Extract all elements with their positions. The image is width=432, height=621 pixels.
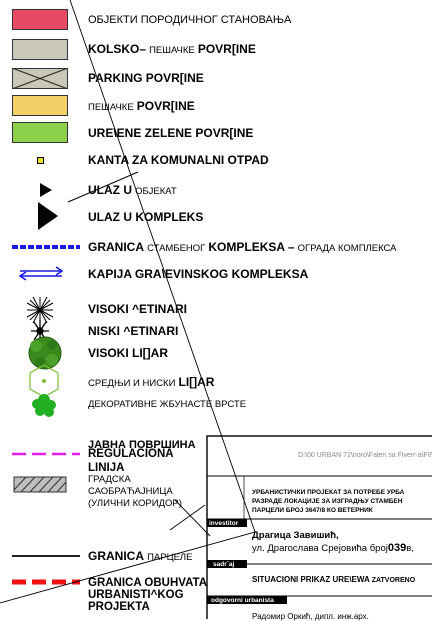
tall-conifer-label: VISOKI ^ETINARI (88, 302, 188, 316)
title-block-frame (206, 435, 432, 619)
public-area-label: ЈАВНА ПОВРШИНА (88, 439, 196, 451)
investor-address: ул. Драгослава Срејовића број039в, (252, 542, 414, 554)
plan-border-label: GRANICA OBUHVATA URBANISTI^KOG PROJEKTA (88, 577, 207, 613)
border-label: GRANICA СТАМБЕНОГ KOMPLEKSA – ОГРАДА КОМ… (88, 240, 397, 254)
parking-cross-icon (13, 69, 67, 88)
planner-label: odgovorni urbanista (211, 597, 274, 604)
pesacke-swatch (12, 95, 68, 116)
investor-label-bg (207, 519, 247, 527)
entry-complex-arrow-icon (38, 202, 58, 230)
parking-label: PARKING POVR[INE (88, 71, 204, 85)
tall-deciduous-icon (28, 336, 62, 370)
content-label-bg (207, 560, 247, 568)
bin-label: KANTA ZA KOMUNALNI OTPAD (88, 153, 269, 167)
entry-complex-label: ULAZ U KOMPLEKS (88, 210, 204, 224)
tall-conifer-icon (26, 296, 54, 324)
gate-arrows-icon (18, 266, 64, 281)
parking-swatch (12, 68, 68, 89)
regulation-label: REGULACIONA LINIJA (88, 448, 174, 474)
diagonal-leader-line (69, 0, 256, 533)
entry-object-label: ULAZ U ОБЈЕКАТ (88, 183, 177, 197)
investor-name: Драгица Завишић, (252, 530, 339, 541)
pesacke-label: ПЕШАЧКЕ POVR[INE (88, 99, 195, 113)
entry-object-arrow-icon (40, 183, 52, 197)
parcel-label: GRANICA ПАРЦЕЛЕ (88, 549, 193, 563)
gate-label: KAPIJA GRA\EVINSKOG KOMPLEKSA (88, 267, 309, 281)
planner-name: Радомир Оркић, дипл. инж.арх. (252, 612, 369, 621)
planner-label-bg (207, 596, 287, 604)
green-swatch (12, 122, 68, 143)
lower-leader-line (0, 531, 256, 604)
x-mark-line-a (174, 499, 211, 537)
tall-deciduous-label: VISOKI LI[]AR (88, 346, 168, 360)
residential-swatch (12, 9, 68, 30)
traffic-label: ГРАДСКА САОБРАЋАЈНИЦА (УЛИЧНИ КОРИДОР) (88, 474, 182, 509)
mid-deciduous-label: СРЕДЊИ И НИСКИ LI[]AR (88, 375, 215, 389)
mid-deciduous-icon (29, 364, 59, 398)
project-title: УРБАНИСТИЧКИ ПРОЈЕКАТ ЗА ПОТРЕБЕ УРБА РА… (252, 489, 405, 514)
green-label: URE\ENE ZELENE POVR[INE (88, 126, 254, 140)
kolsko-swatch (12, 39, 68, 60)
entry-leader-line (67, 171, 139, 203)
shrubs-icon (32, 394, 56, 417)
residential-label: ОБЈЕКТИ ПОРОДИЧНОГ СТАНОВАЊА (88, 14, 292, 26)
file-path: D:\00 URBAN 72\noro\Falen sa Fiverr-a\FI… (298, 452, 432, 459)
drawing-title: SITUACIONI PRIKAZ URE\EWA ZATVORENO (252, 575, 416, 584)
kolsko-label: KOLSKO– ПЕШАЧКЕ POVR[INE (88, 42, 256, 56)
x-mark-line-b (169, 504, 206, 531)
bin-icon (37, 157, 44, 164)
investor-label: investitor (209, 520, 239, 527)
low-conifer-label: NISKI ^ETINARI (88, 324, 179, 338)
content-label: sadr`aj (213, 561, 235, 568)
traffic-hatch-swatch (13, 476, 67, 493)
shrubs-label: ДЕКОРАТИВНЕ ЖБУНАСТЕ ВРСТЕ (88, 399, 247, 410)
